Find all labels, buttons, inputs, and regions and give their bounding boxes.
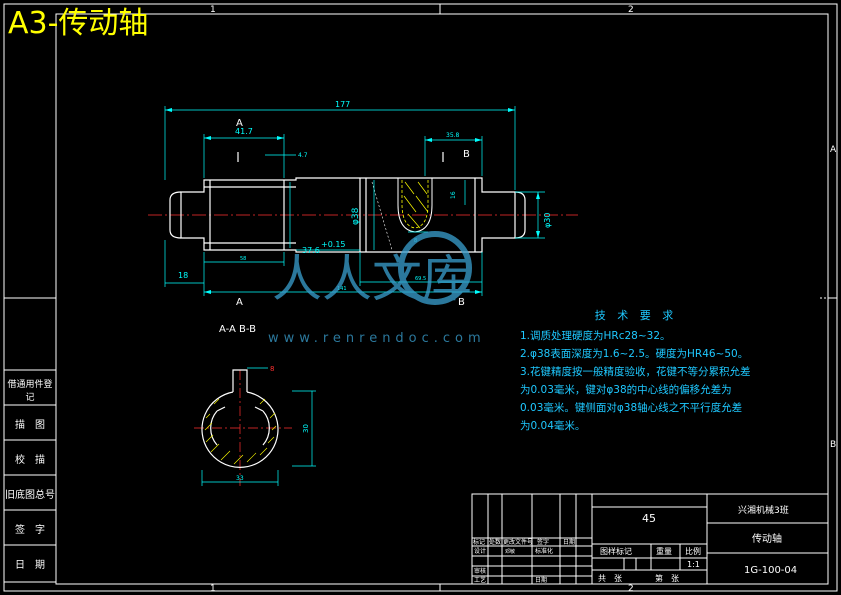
dim-step-small: 4.7 <box>298 152 308 159</box>
tech-requirement-3: 3.花键精度按一般精度验收，花键不等分累积允差为0.03毫米，键对φ38的中心线… <box>520 366 751 432</box>
tb-part-name: 传动轴 <box>752 532 782 545</box>
tech-requirement-2: 2.φ38表面深度为1.6~2.5。硬度为HR46~50。 <box>520 348 749 360</box>
section-dim-width: 33 <box>236 475 244 482</box>
tb-process-label: 工艺 <box>474 576 486 584</box>
tb-scale: 1:1 <box>687 560 700 569</box>
dim-groove-tol: +0.15 <box>321 240 346 249</box>
tb-mark-label: 标记 <box>473 538 485 546</box>
section-view-dims <box>201 367 316 486</box>
dim-spline-length: 41.7 <box>235 127 253 136</box>
tb-material: 45 <box>642 512 656 525</box>
zone-label-side-a: A <box>830 145 837 155</box>
tb-designer: 邓敏 <box>505 548 515 555</box>
dimension-arrows <box>165 108 540 294</box>
section-view-profile <box>201 369 279 468</box>
side-strip-cell-5: 签 字 <box>15 525 45 536</box>
dim-seg-b: 141 <box>337 286 347 292</box>
watermark-text: 人人文库 <box>272 250 472 308</box>
tb-scale-label: 比例 <box>685 546 701 556</box>
dim-seg-a: 58 <box>240 256 246 262</box>
zone-label-top-2: 2 <box>628 5 634 15</box>
section-mark-a-top: A <box>236 118 243 129</box>
zone-label-side-b: B <box>830 440 836 450</box>
section-mark-b-bottom: B <box>458 297 465 308</box>
tb-std-label: 标准化 <box>535 547 553 555</box>
side-strip-cell-1: 借通用件登记 <box>7 380 53 403</box>
title-block <box>471 493 829 585</box>
section-dim-height: 30 <box>302 424 310 433</box>
tech-requirement-1: 1.调质处理硬度为HRc28~32。 <box>520 330 671 342</box>
tb-weight-label: 重量 <box>656 546 672 556</box>
zone-ticks <box>4 4 837 591</box>
dim-total-length: 177 <box>335 100 350 109</box>
dim-groove-length: 37.6 <box>302 246 320 255</box>
sheet-title: A3-传动轴 <box>8 6 149 41</box>
tb-design-label: 设计 <box>474 547 486 555</box>
dimension-lines <box>164 106 545 296</box>
section-view-label: A-A B-B <box>219 324 256 335</box>
watermark-logo: 人人文库 www.renrendoc.com <box>268 231 486 346</box>
tb-sign-label: 签字 <box>537 538 549 546</box>
tb-count-label: 处数 <box>489 538 501 546</box>
dim-seg-c: 69.5 <box>415 276 426 282</box>
section-mark-b-top: B <box>463 149 470 160</box>
side-strip <box>3 369 57 583</box>
dim-keyway-depth: 16 <box>450 191 457 199</box>
tb-sheet-label: 第 张 <box>655 573 679 583</box>
zone-label-top-1: 1 <box>210 5 216 15</box>
tb-stage-label: 图样标记 <box>600 546 632 556</box>
tb-check-label: 审核 <box>474 567 486 575</box>
dim-end-length: 18 <box>178 271 188 280</box>
tb-drawing-no: 1G-100-04 <box>744 565 797 576</box>
zone-label-bottom-2: 2 <box>628 584 634 594</box>
shaft-outline <box>169 177 526 253</box>
zone-label-bottom-1: 1 <box>210 584 216 594</box>
tb-sheets-label: 共 张 <box>598 574 622 583</box>
side-strip-cell-6: 日 期 <box>15 560 45 571</box>
tech-requirements-heading: 技 术 要 求 <box>594 309 678 322</box>
dim-keyway-length: 35.8 <box>446 132 460 139</box>
section-view-hatch <box>204 398 277 465</box>
side-strip-cell-2: 描 图 <box>15 420 45 431</box>
section-dim-key: 8 <box>270 365 274 373</box>
dim-dia-end: φ30 <box>543 213 552 228</box>
side-strip-cell-4: 旧底图总号 <box>5 490 55 501</box>
watermark-url: www.renrendoc.com <box>268 331 486 346</box>
side-strip-cell-3: 校 描 <box>15 455 45 466</box>
tb-date-label-2: 日期 <box>535 576 547 584</box>
dim-dia-mid: φ38 <box>351 207 361 225</box>
tb-school: 兴湘机械3班 <box>738 504 789 516</box>
section-mark-a-bottom: A <box>236 297 243 308</box>
tb-date-label: 日期 <box>563 538 575 546</box>
tb-doc-label: 更改文件号 <box>503 538 533 546</box>
tech-requirements: 技 术 要 求 1.调质处理硬度为HRc28~32。 2.φ38表面深度为1.6… <box>520 307 752 435</box>
inner-frame <box>55 13 829 585</box>
